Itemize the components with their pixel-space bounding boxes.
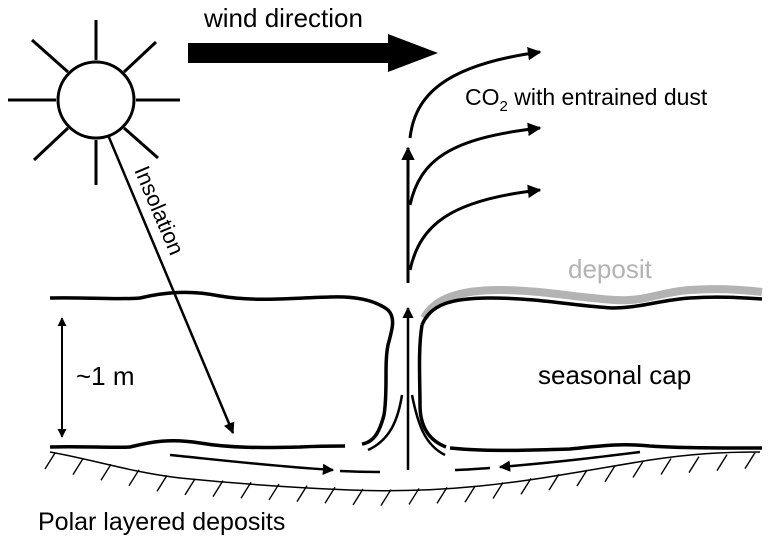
ground-hatch-mark (688, 456, 700, 473)
ground-hatch-mark (744, 452, 756, 470)
ground-hatch-mark (464, 485, 476, 503)
seasonal-cap-right-wall (417, 324, 447, 449)
cap-base-left (49, 438, 346, 450)
ground-hatch-mark (716, 454, 728, 471)
thickness-label: ~1 m (76, 361, 135, 391)
ground-hatch-mark (128, 469, 140, 487)
channel-flow-left-gap (339, 469, 381, 474)
plume-top-arrow (408, 46, 542, 139)
seasonal-cap-right (420, 295, 763, 326)
ground-hatch-mark (212, 480, 224, 497)
ground-hatch-mark (72, 458, 84, 475)
ground-hatch-mark (44, 452, 56, 470)
ground-hatch-mark (380, 489, 392, 506)
ground-hatch-mark (576, 469, 588, 487)
ground-hatch-mark (520, 477, 532, 495)
seasonal-cap-left (49, 290, 395, 446)
seasonal-cap-label: seasonal cap (538, 360, 691, 390)
wind-direction-arrow (188, 34, 438, 72)
ground-hatch-mark (184, 478, 196, 496)
ground-hatch-mark (604, 465, 616, 483)
channel-flow-left (169, 453, 335, 475)
ground-hatch-mark (492, 482, 504, 499)
ground-hatch-mark (632, 461, 644, 478)
deposit-label: deposit (568, 254, 653, 284)
ground-hatch-mark (660, 458, 672, 475)
ground-hatch-mark (268, 483, 280, 501)
ground-hatch-mark (296, 485, 308, 502)
ground-hatch-mark (408, 488, 420, 505)
ground-hatch-mark (436, 486, 448, 504)
cap-base-right (449, 443, 763, 453)
ground-hatching (44, 452, 756, 506)
ground-hatch-mark (156, 475, 168, 492)
sun-icon (8, 20, 180, 185)
vent-left-curve (367, 394, 404, 452)
deposit-layer (420, 285, 763, 321)
plume-middle-arrow (408, 122, 542, 206)
ground-hatch-mark (100, 463, 112, 481)
wind-direction-label: wind direction (203, 3, 363, 33)
co2-label: CO2 with entrained dust (465, 84, 708, 115)
vent-right-curve (410, 394, 446, 457)
plume-lower-arrow (408, 184, 542, 271)
ground-hatch-mark (324, 486, 336, 504)
polar-layered-deposits-label: Polar layered deposits (38, 508, 285, 536)
ground-hatch-mark (240, 481, 252, 499)
ground-hatch-mark (352, 488, 364, 506)
ground-channel (49, 451, 761, 492)
channel-flow-right (498, 450, 641, 472)
insolation-arrow (106, 134, 235, 435)
channel-flow-right-gap (454, 466, 491, 472)
ground-hatch-mark (548, 473, 560, 491)
